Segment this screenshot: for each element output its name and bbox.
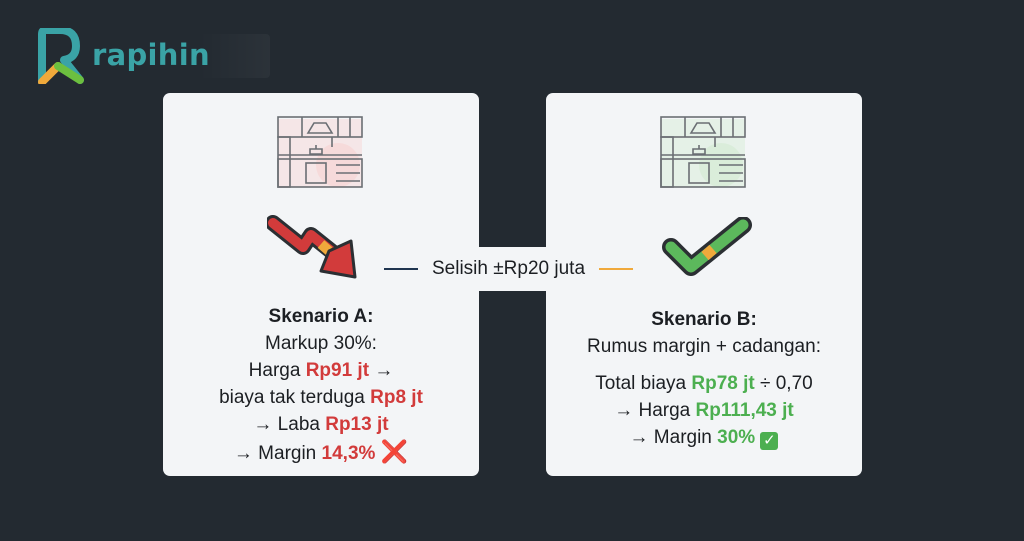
- scenario-a-price-line: Harga Rp91 jt →: [163, 357, 479, 384]
- label-text: Total biaya: [595, 373, 692, 394]
- connector-line-left: [384, 268, 418, 270]
- arrow-text: →: [369, 360, 394, 381]
- spacer: [546, 360, 862, 370]
- margin-value: 14,3%: [321, 443, 376, 464]
- cross-mark-icon: ❌: [380, 439, 409, 464]
- kitchen-cabinet-icon: [660, 116, 746, 188]
- scenario-b-margin-line: → Margin 30% ✓: [546, 424, 862, 451]
- checkmark-icon: [662, 217, 752, 276]
- margin-value: 30%: [717, 427, 756, 448]
- divisor-text: ÷ 0,70: [754, 373, 813, 394]
- profit-value: Rp13 jt: [325, 414, 389, 435]
- price-value: Rp91 jt: [305, 360, 370, 381]
- check-mark-icon: ✓: [760, 432, 779, 450]
- scenario-a-unexpected-cost-line: biaya tak terduga Rp8 jt: [163, 384, 479, 411]
- scenario-b-total-cost-line: Total biaya Rp78 jt ÷ 0,70: [546, 370, 862, 397]
- scenario-b-price-line: → Harga Rp111,43 jt: [546, 397, 862, 424]
- label-text: → Harga: [614, 400, 696, 421]
- scenario-b-card: Skenario B: Rumus margin + cadangan: Tot…: [546, 93, 862, 476]
- scenario-a-margin-line: → Margin 14,3% ❌: [163, 438, 479, 467]
- brand-logo: rapihin: [36, 28, 270, 84]
- label-text: biaya tak terduga: [219, 387, 371, 408]
- scenario-a-card: Skenario A: Markup 30%: Harga Rp91 jt → …: [163, 93, 479, 476]
- trend-down-arrow-icon: [267, 215, 357, 279]
- scenario-b-formula: Rumus margin + cadangan:: [587, 336, 821, 357]
- kitchen-cabinet-icon: [277, 116, 363, 188]
- scenario-b-text: Skenario B: Rumus margin + cadangan: Tot…: [546, 306, 862, 451]
- label-text: → Laba: [253, 414, 326, 435]
- difference-label: Selisih ±Rp20 juta: [428, 255, 590, 283]
- label-text: Harga: [248, 360, 306, 381]
- rapihin-logo-icon: [38, 28, 84, 84]
- scenario-b-title: Skenario B:: [651, 309, 757, 330]
- connector-line-right: [599, 268, 634, 270]
- label-text: → Margin: [233, 443, 322, 464]
- scenario-a-markup: Markup 30%:: [265, 333, 377, 354]
- scenario-a-text: Skenario A: Markup 30%: Harga Rp91 jt → …: [163, 303, 479, 467]
- scenario-a-profit-line: → Laba Rp13 jt: [163, 411, 479, 438]
- difference-connector: Selisih ±Rp20 juta: [384, 255, 634, 283]
- label-text: → Margin: [629, 427, 718, 448]
- scenario-a-title: Skenario A:: [268, 306, 374, 327]
- unexpected-cost-value: Rp8 jt: [370, 387, 423, 408]
- brand-name: rapihin: [92, 34, 270, 78]
- price-value: Rp111,43 jt: [695, 400, 794, 421]
- total-cost-value: Rp78 jt: [691, 373, 755, 394]
